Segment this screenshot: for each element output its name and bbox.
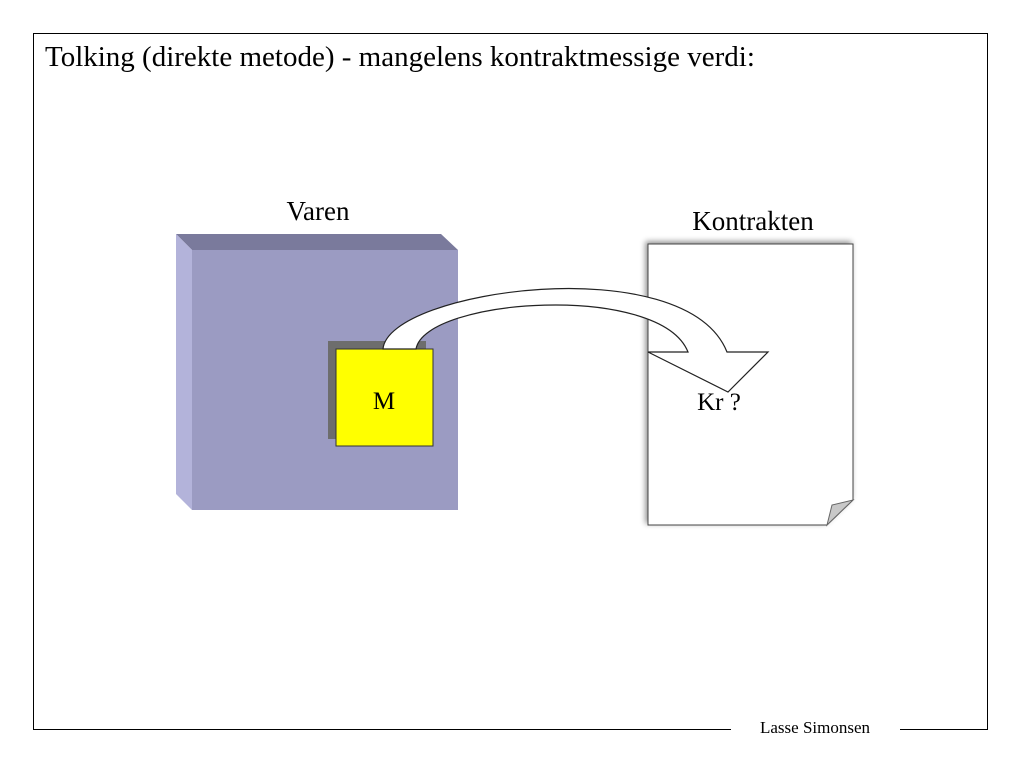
defect-label: M bbox=[373, 388, 395, 415]
slide-title: Tolking (direkte metode) - mangelens kon… bbox=[45, 41, 755, 73]
slide-frame bbox=[33, 33, 988, 730]
contract-value-label: Kr ? bbox=[697, 389, 741, 416]
footer-rule-right bbox=[900, 729, 988, 730]
contract-paper-corner bbox=[826, 499, 855, 527]
footer-rule-left bbox=[33, 729, 731, 730]
defect-square-box bbox=[335, 348, 434, 447]
contract-document bbox=[647, 243, 855, 527]
defect-square bbox=[328, 341, 434, 447]
goods-label: Varen bbox=[287, 196, 350, 226]
transfer-arrow bbox=[382, 287, 770, 393]
contract-label: Kontrakten bbox=[692, 206, 814, 236]
contract-paper bbox=[647, 243, 854, 526]
goods-box-side bbox=[176, 234, 192, 510]
goods-box-top bbox=[176, 234, 458, 250]
footer-author: Lasse Simonsen bbox=[759, 718, 871, 737]
